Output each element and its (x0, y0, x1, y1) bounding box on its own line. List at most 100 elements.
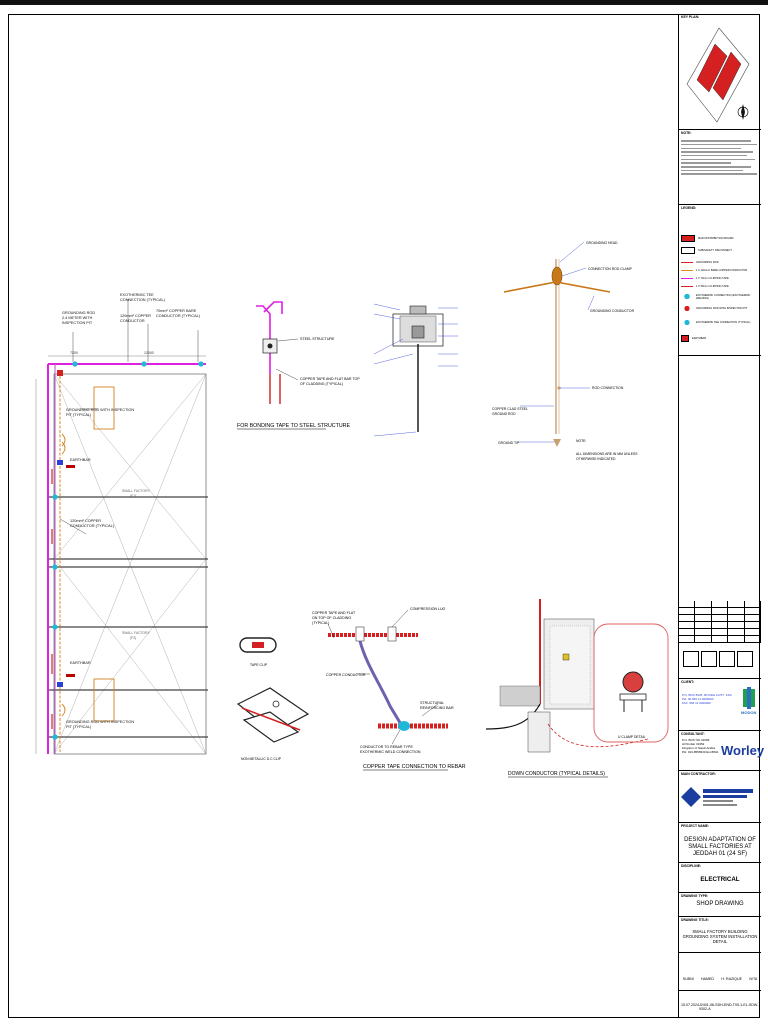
issue-date: 15.07.2024 (681, 1003, 699, 1007)
client-logo: MODON (741, 687, 756, 715)
drawing-type-section: DRAWING TYPE: SHOP DRAWING (679, 892, 761, 916)
inspection-pit (93, 678, 115, 722)
legend-item: GROUNDING ROD WITH INSPECTION PIT (681, 305, 759, 312)
legend-item: EXOTHERMIC CONNECTION (EXOTHERMIC WELDIN… (681, 293, 759, 300)
label-uclamp: U CLAMP DETAIL (618, 735, 646, 739)
scale: N/TA (749, 977, 758, 981)
discipline-heading: DISCIPLINE: (681, 864, 702, 868)
notes-heading: NOTE: (681, 131, 692, 135)
label-factory-2: SMALL FACTORY(F2) (122, 631, 151, 640)
title-block: KEY PLAN: NOTE: LEGEND: MAIN DISTRIBUTIO… (678, 14, 765, 1018)
exo-connection (72, 361, 78, 367)
drawing-canvas: 7200 12000 (35, 241, 669, 778)
consultant-heading: CONSULTANT: (681, 732, 705, 736)
designed-by: SUBNI (682, 977, 694, 981)
label-steel-structure: STEEL STRUCTURE (300, 337, 335, 341)
title-bonding: FOR BONDING TAPE TO STEEL STRUCTURE (237, 423, 350, 429)
title-down-conductor: DOWN CONDUCTOR (TYPICAL DETAILS) (508, 771, 605, 777)
note-head: NOTE: (576, 439, 586, 443)
label-rod-clamp: CONNECTION ROD CLAMP (588, 267, 633, 271)
detail-clips: TAPE CLIP NON METALLIC D.C CLIP (236, 637, 310, 761)
discipline-section: DISCIPLINE: ELECTRICAL (679, 862, 761, 892)
detail-ground-rod: GROUNDING HEAD CONNECTION ROD CLAMP GROU… (492, 241, 638, 461)
notes-section: NOTE: (679, 129, 761, 204)
detail-bonding-steel: STEEL STRUCTURE COPPER TAPE AND FLAT BAR… (237, 301, 360, 430)
label-ground-conductor: GROUNDING CONDUCTOR (590, 309, 635, 313)
legend-item: GROUNDING ROD (681, 259, 759, 266)
label-earthbar-2: EARTHBAR (70, 661, 91, 665)
drawing-title-heading: DRAWING TITLE: (681, 918, 709, 922)
revision-table (679, 601, 761, 615)
client-section: CLIENT: P.O. BOX 8425, RIYADH 11767, KSA… (679, 678, 761, 730)
project-section: PROJECT NAME: DESIGN ADAPTATION OF SMALL… (679, 822, 761, 862)
label-factory: SMALL FACTORY(F1) (122, 489, 151, 498)
exo-connection (52, 494, 58, 500)
top-edge-bar (0, 0, 768, 5)
label-compression: COMPRESSION LUG (410, 607, 446, 611)
approved-by: H. RAZIQUE (721, 977, 742, 981)
client-address: P.O. BOX 8425, RIYADH 11767, KSA PH: 00 … (682, 693, 732, 705)
detail-down-conductor: U CLAMP DETAIL DOWN CONDUCTOR (TYPICAL D… (485, 599, 669, 778)
legend-item: 1 X 50mm² CLIPPING TAPE (681, 283, 759, 290)
drawing-sheet-border (8, 14, 760, 1018)
consultant-address: P.O. BOX NO.31699 Al Khobar 31952 Kingdo… (682, 738, 719, 754)
title-rebar: COPPER TAPE CONNECTION TO REBAR (363, 764, 466, 770)
exo-connection (198, 361, 204, 367)
label-dc-clip: NON METALLIC D.C CLIP (241, 757, 282, 761)
main-contractor-heading: MAIN CONTRACTOR: (681, 772, 716, 776)
legend-item: 1 X 120mm² BARE COPPER CONDUCTOR (681, 267, 759, 274)
label-rod-connection: ROD CONNECTION (592, 386, 624, 390)
project-name: DESIGN ADAPTATION OF SMALL FACTORIES AT … (684, 837, 756, 857)
dim-7200: 7200 (70, 351, 78, 355)
drawing-type-value: SHOP DRAWING (696, 901, 744, 907)
legend-heading: LEGEND: (681, 206, 697, 210)
project-heading: PROJECT NAME: (681, 824, 710, 828)
label-earthbar: EARTHBAR (70, 458, 91, 462)
exo-connection (52, 734, 58, 740)
signature-section: SUBNI HAMED H. RAZIQUE N/TA (679, 952, 761, 990)
legend-section: LEGEND: MAIN DISTRIBUTION BOARD SUB/SAFE… (679, 204, 761, 615)
exo-connection (52, 624, 58, 630)
label-ground-tip: GROUND TIP (498, 441, 520, 445)
consultant-section: CONSULTANT: P.O. BOX NO.31699 Al Khobar … (679, 730, 765, 770)
legend-item: SUB/SAFETY DISCONNECT (681, 247, 759, 254)
label-ground-head: GROUNDING HEAD (586, 241, 618, 245)
main-contractor-section: MAIN CONTRACTOR: (679, 770, 761, 822)
client-heading: CLIENT: (681, 680, 694, 684)
svg-text:MODON: MODON (741, 710, 756, 715)
drawing-type-heading: DRAWING TYPE: (681, 894, 709, 898)
key-plan-diagram (686, 27, 750, 123)
legend-item: MAIN DISTRIBUTION BOARD (681, 235, 759, 242)
legend-item: EXOTHERMIC TEE CONNECTION (TYPICAL) (681, 319, 759, 326)
key-plan-heading: KEY PLAN: (681, 15, 700, 19)
inspection-pit (93, 386, 115, 430)
legend-item: 1 X 70mm² CLIPPING TAPE (681, 275, 759, 282)
revision-history (679, 614, 761, 674)
legend-item: EARTHBAR (681, 335, 759, 342)
drawing-title-value: SMALL FACTORY BUILDING GROUNDING SYSTEM … (682, 929, 758, 944)
consultant-logo: Worley (721, 743, 765, 758)
dim-12000: 12000 (144, 351, 154, 355)
floor-plan: 7200 12000 (35, 293, 208, 755)
checked-by: HAMED (701, 977, 715, 981)
exo-connection (52, 564, 58, 570)
exo-connection (141, 361, 147, 367)
discipline-value: ELECTRICAL (700, 876, 740, 883)
key-plan-section: KEY PLAN: (679, 14, 761, 129)
contractor-logo (681, 787, 753, 807)
detail-inspection-pit (373, 303, 458, 437)
label-tape-clip: TAPE CLIP (250, 663, 268, 667)
document-number: J2401-06-SDH-END-T09-1-EL-SDW-9302-A (699, 1003, 759, 1011)
